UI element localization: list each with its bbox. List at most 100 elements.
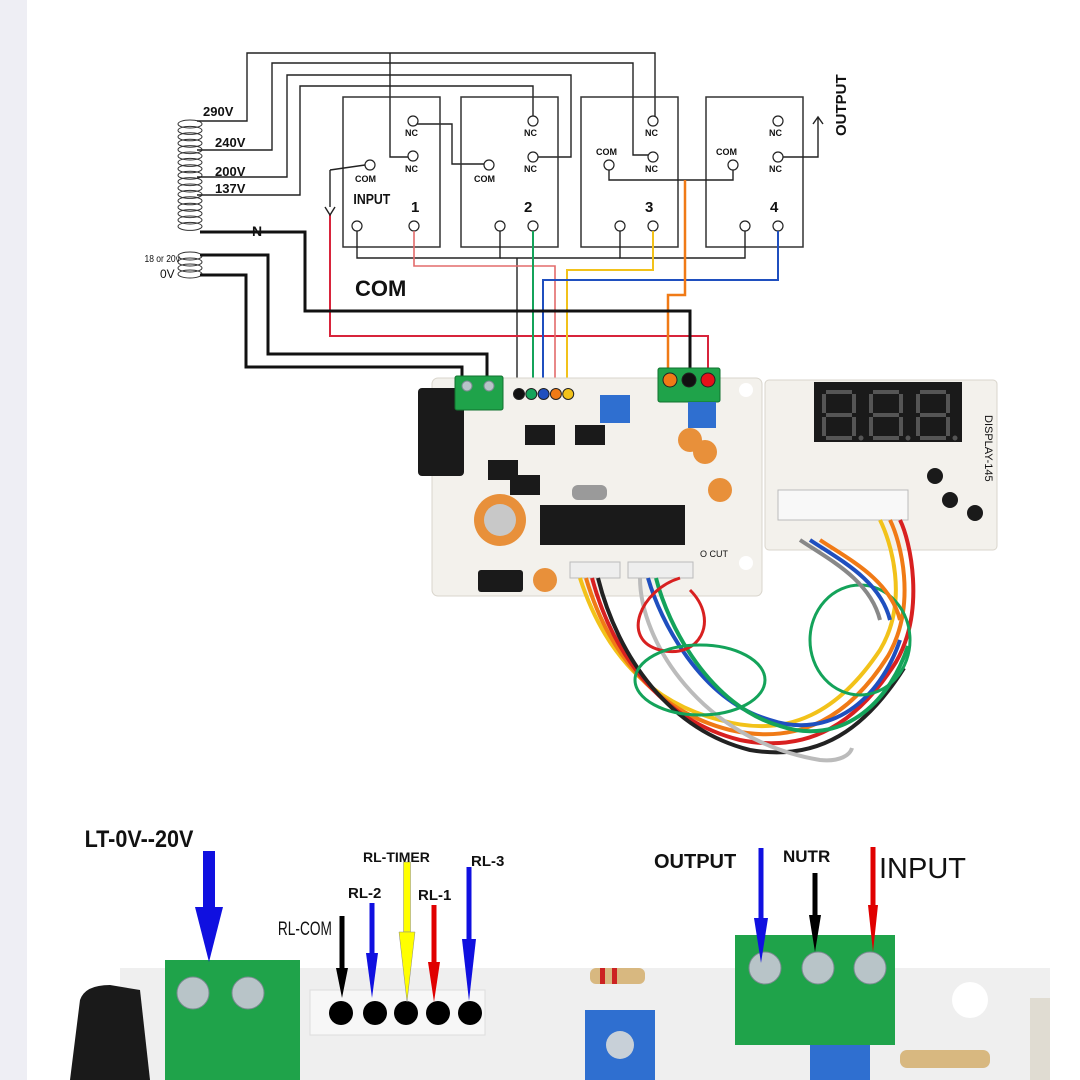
relay-3-com-label: COM xyxy=(596,147,617,157)
relay-3-wire xyxy=(566,231,654,392)
display-board-label: DISPLAY-145 xyxy=(982,415,994,482)
segment xyxy=(916,417,920,436)
relay-2-nc-top-label: NC xyxy=(524,128,537,138)
coil-turn xyxy=(177,125,203,135)
display-connector xyxy=(777,489,909,521)
coil-turn xyxy=(177,132,203,142)
decimal-point xyxy=(952,435,958,441)
rl-timer-arrow-icon xyxy=(398,861,416,1003)
tap-wires xyxy=(197,52,656,196)
rl-com-label: RL-COM xyxy=(278,918,332,940)
rl-2-arrow-icon xyxy=(366,903,378,998)
coil-turn xyxy=(177,263,203,273)
coil-turn xyxy=(177,183,203,193)
connector-dot-blue xyxy=(537,388,550,400)
relay-1-input-label: INPUT xyxy=(353,191,390,207)
display-board: DISPLAY-145 xyxy=(764,379,998,551)
neutral-wire xyxy=(200,230,692,378)
microcontroller-chip xyxy=(540,505,685,545)
lt-terminal-block xyxy=(454,375,504,411)
relay-1-nc-bottom-pin xyxy=(407,150,419,162)
pin-dot-4 xyxy=(426,1001,450,1025)
secondary-wire-bottom xyxy=(200,273,464,378)
coil-turn xyxy=(177,202,203,212)
coil-turn xyxy=(177,209,203,219)
decimal-point xyxy=(858,435,864,441)
coil-turn xyxy=(177,196,203,206)
relay-common-wires xyxy=(356,231,746,392)
relay-1-com-label: COM xyxy=(355,174,376,184)
segment xyxy=(852,394,856,413)
left-margin-strip xyxy=(0,0,27,1080)
coil-turn xyxy=(177,164,203,174)
segment xyxy=(920,413,946,417)
segment xyxy=(873,390,899,394)
relay-4-nc-top-label: NC xyxy=(769,128,782,138)
coil-turn xyxy=(177,177,203,187)
pin-dot-2 xyxy=(363,1001,387,1025)
relay-1-number: 1 xyxy=(411,199,419,216)
resistor-closeup-1 xyxy=(590,968,645,984)
input-callout-label: INPUT xyxy=(879,853,966,885)
terminal-dot-red xyxy=(700,372,716,388)
relay-3: NC NC COM 3 xyxy=(580,96,679,248)
coil-turn xyxy=(177,157,203,167)
output-label: OUTPUT xyxy=(833,74,850,136)
coil-turn xyxy=(177,269,203,279)
connector-dot-black xyxy=(513,388,525,400)
potentiometer-2 xyxy=(688,402,716,428)
coil-turn xyxy=(177,170,203,180)
potentiometer-1 xyxy=(600,395,630,423)
coil-turn xyxy=(177,138,203,148)
segment xyxy=(899,394,903,413)
com-label: COM xyxy=(355,276,406,301)
tap-label-200v: 200V xyxy=(215,164,246,179)
segment xyxy=(826,436,852,440)
segment xyxy=(920,390,946,394)
segment xyxy=(920,436,946,440)
coil-turn xyxy=(177,221,203,231)
rl-3-arrow-icon xyxy=(462,867,476,1001)
relay-1: NC NC COM INPUT 1 xyxy=(342,96,441,248)
connector-dot-yellow xyxy=(562,388,575,400)
nutr-arrow-icon xyxy=(809,873,821,952)
relay-1-wire xyxy=(413,231,556,392)
tap-label-290v: 290V xyxy=(203,104,234,119)
segment xyxy=(916,394,920,413)
segment xyxy=(873,436,899,440)
rl-com-arrow-icon xyxy=(336,916,348,998)
input-wire-red xyxy=(329,215,709,372)
secondary-wire-top xyxy=(200,253,489,378)
segment xyxy=(899,417,903,436)
rl-2-label: RL-2 xyxy=(348,885,381,902)
relay-4-com-label: COM xyxy=(716,147,737,157)
lt-arrow-icon xyxy=(195,851,223,962)
segment xyxy=(873,413,899,417)
relay-4: NC NC COM 4 xyxy=(705,96,804,248)
relay-4-number: 4 xyxy=(770,199,779,216)
decimal-point xyxy=(905,435,911,441)
relay-1-com-pin xyxy=(364,159,376,171)
rl-3-label: RL-3 xyxy=(471,853,504,870)
io-terminal-dots xyxy=(662,372,716,388)
input-arrow-icon xyxy=(868,847,878,952)
relay-4-nc-bottom-label: NC xyxy=(769,164,782,174)
nutr-callout-label: NUTR xyxy=(783,847,830,866)
pin-dot-5 xyxy=(458,1001,482,1025)
connector-pin-dots xyxy=(329,1001,482,1025)
relay-3-nc-top-label: NC xyxy=(645,128,658,138)
timer-wire-orange xyxy=(666,180,687,378)
coil-turn xyxy=(177,151,203,161)
coil-turn xyxy=(177,257,203,267)
relay-2-number: 2 xyxy=(524,199,532,216)
transformer-secondary-coil xyxy=(177,251,203,279)
segment xyxy=(946,394,950,413)
segment xyxy=(822,394,826,413)
lt-voltage-label: LT-0V--20V xyxy=(85,825,195,852)
coil-turn xyxy=(177,215,203,225)
bridge-rectifier-closeup xyxy=(70,985,150,1080)
segment xyxy=(826,413,852,417)
terminal-dot-black xyxy=(681,372,697,388)
callout-arrows xyxy=(195,847,878,1003)
relay-connector-dots xyxy=(513,388,575,400)
